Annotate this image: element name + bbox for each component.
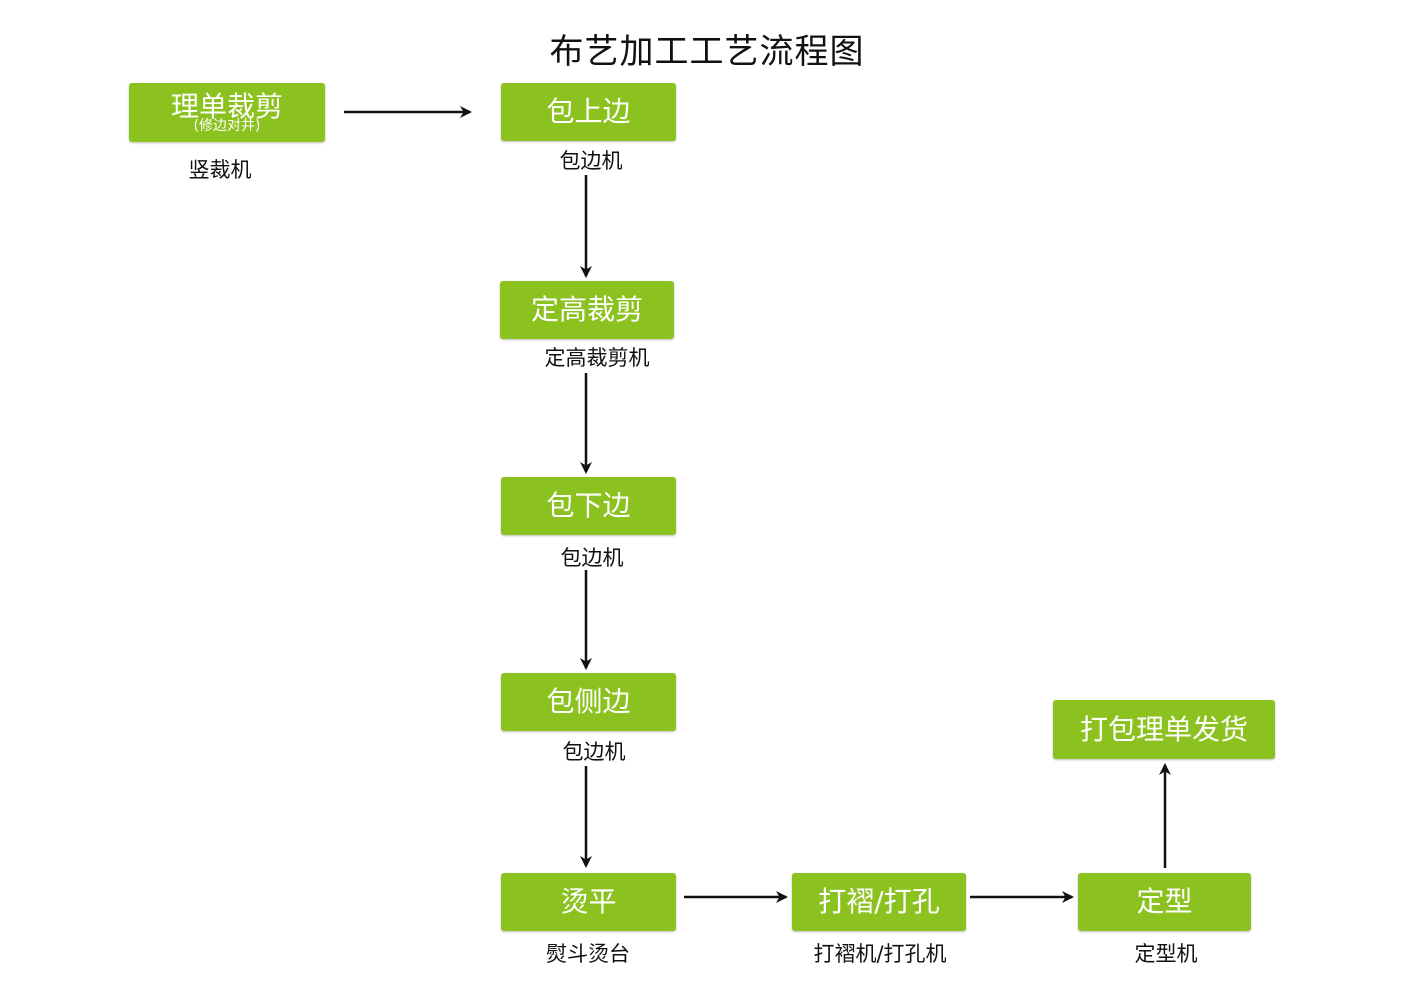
node-sort-cut: 理单裁剪 (修边对井)	[129, 83, 325, 142]
node-pack-ship-label: 打包理单发货	[1079, 712, 1248, 746]
machine-bind-bottom: 包边机	[560, 546, 624, 570]
machine-height-cut: 定高裁剪机	[544, 346, 650, 370]
machine-bind-side: 包边机	[562, 740, 626, 764]
machine-pleat-punch: 打褶机/打孔机	[813, 942, 947, 966]
node-pleat-punch-label: 打褶/打孔	[818, 885, 940, 919]
node-iron: 烫平	[501, 873, 676, 931]
machine-iron: 熨斗烫台	[546, 942, 630, 966]
node-bind-top: 包上边	[501, 83, 676, 141]
node-height-cut-label: 定高裁剪	[530, 293, 643, 327]
machine-sort-cut: 竖裁机	[188, 158, 252, 182]
machine-shaping: 定型机	[1134, 942, 1198, 966]
node-shaping: 定型	[1078, 873, 1251, 931]
node-shaping-label: 定型	[1136, 885, 1193, 919]
machine-bind-top: 包边机	[559, 149, 623, 173]
node-sort-cut-sublabel: (修边对井)	[193, 118, 261, 135]
node-pleat-punch: 打褶/打孔	[792, 873, 966, 931]
node-height-cut: 定高裁剪	[500, 281, 674, 339]
node-bind-side-label: 包侧边	[546, 685, 631, 719]
node-iron-label: 烫平	[560, 885, 617, 919]
node-bind-bottom-label: 包下边	[546, 489, 631, 523]
diagram-title: 布艺加工工艺流程图	[549, 32, 865, 72]
node-sort-cut-label: 理单裁剪	[170, 89, 283, 123]
node-bind-side: 包侧边	[501, 673, 676, 731]
node-pack-ship: 打包理单发货	[1053, 700, 1275, 759]
node-bind-bottom: 包下边	[501, 477, 676, 535]
node-bind-top-label: 包上边	[546, 95, 631, 129]
